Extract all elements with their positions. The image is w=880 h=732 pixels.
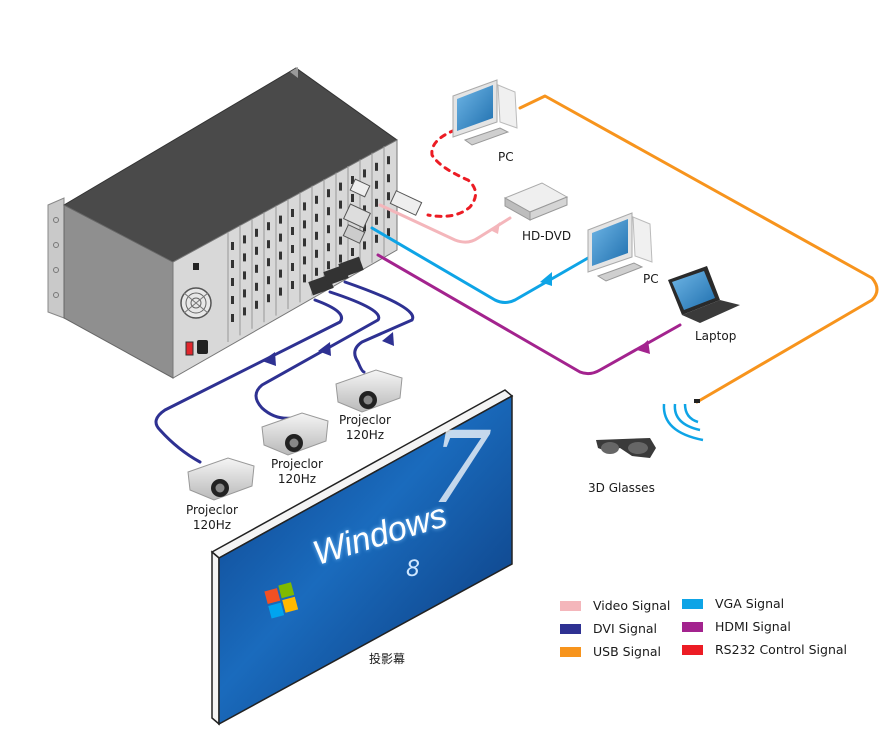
dvi-cable-1: [154, 298, 343, 464]
glasses-label: 3D Glasses: [588, 481, 655, 495]
legend-swatch: [682, 598, 703, 609]
projector-3-name: Projeclor: [339, 413, 391, 427]
video-cable: [378, 203, 512, 244]
legend-swatch: [560, 600, 581, 611]
legend-label: DVI Signal: [593, 621, 658, 636]
legend-label: HDMI Signal: [715, 619, 791, 634]
legend-swatch: [682, 644, 703, 655]
screen-seven-glyph: 7: [432, 404, 487, 526]
rs232-cable: [426, 128, 477, 218]
dvi-arrow-3: [382, 332, 394, 346]
screen-version-text: 8: [406, 557, 420, 582]
projector-1-label: Projeclor 120Hz: [186, 503, 238, 533]
dvi-cable-2: [254, 290, 381, 420]
projector-2-icon: [261, 412, 329, 456]
hd-dvd-label: HD-DVD: [522, 229, 572, 243]
projector-3-rate: 120Hz: [345, 428, 385, 442]
windows-logo-icon: [264, 582, 299, 619]
hdmi-cable: [376, 253, 682, 376]
projector-1-icon: [187, 457, 255, 501]
legend-item-video: Video Signal: [560, 598, 670, 613]
projector-3-label: Projeclor 120Hz: [339, 413, 391, 443]
3d-glasses-icon: [596, 438, 656, 458]
projection-screen: [210, 389, 514, 726]
projector-1-rate: 120Hz: [192, 518, 232, 532]
legend-item-dvi: DVI Signal: [560, 621, 657, 636]
legend-swatch: [560, 646, 581, 657]
projector-2-label: Projeclor 120Hz: [271, 457, 323, 487]
vga-arrow: [540, 272, 552, 286]
legend-item-rs232: RS232 Control Signal: [682, 642, 847, 657]
legend-label: RS232 Control Signal: [715, 642, 848, 657]
hd-dvd-icon: [503, 182, 569, 221]
projector-1-name: Projeclor: [186, 503, 238, 517]
pc-mid-icon: [587, 212, 653, 282]
video-arrow: [490, 222, 500, 234]
legend-label: Video Signal: [593, 598, 671, 613]
cable-connectors: [308, 178, 423, 296]
vga-cable: [370, 226, 590, 304]
laptop-icon: [668, 266, 740, 323]
screen-label: 投影幕: [369, 652, 406, 666]
pc-mid-label: PC: [643, 272, 659, 286]
legend-swatch: [560, 623, 581, 634]
dvi-arrow-2: [318, 342, 331, 356]
legend-swatch: [682, 621, 703, 632]
legend-label: VGA Signal: [715, 596, 785, 611]
usb-cable: [518, 94, 879, 404]
pc-top-icon: [452, 79, 518, 146]
wireless-emitter-icon: [662, 399, 704, 442]
hdmi-arrow: [637, 340, 650, 354]
legend-item-usb: USB Signal: [560, 644, 661, 659]
dvi-cable-3: [343, 280, 415, 374]
legend: Video Signal VGA Signal DVI Signal HDMI …: [560, 595, 880, 665]
legend-label: USB Signal: [593, 644, 662, 659]
dvi-arrow-1: [262, 352, 276, 366]
laptop-label: Laptop: [695, 329, 737, 343]
matrix-switcher-chassis: [47, 67, 398, 379]
legend-item-hdmi: HDMI Signal: [682, 619, 791, 634]
legend-item-vga: VGA Signal: [682, 596, 784, 611]
projector-2-name: Projeclor: [271, 457, 323, 471]
projector-2-rate: 120Hz: [277, 472, 317, 486]
pc-top-label: PC: [498, 150, 514, 164]
projector-3-icon: [335, 369, 403, 413]
